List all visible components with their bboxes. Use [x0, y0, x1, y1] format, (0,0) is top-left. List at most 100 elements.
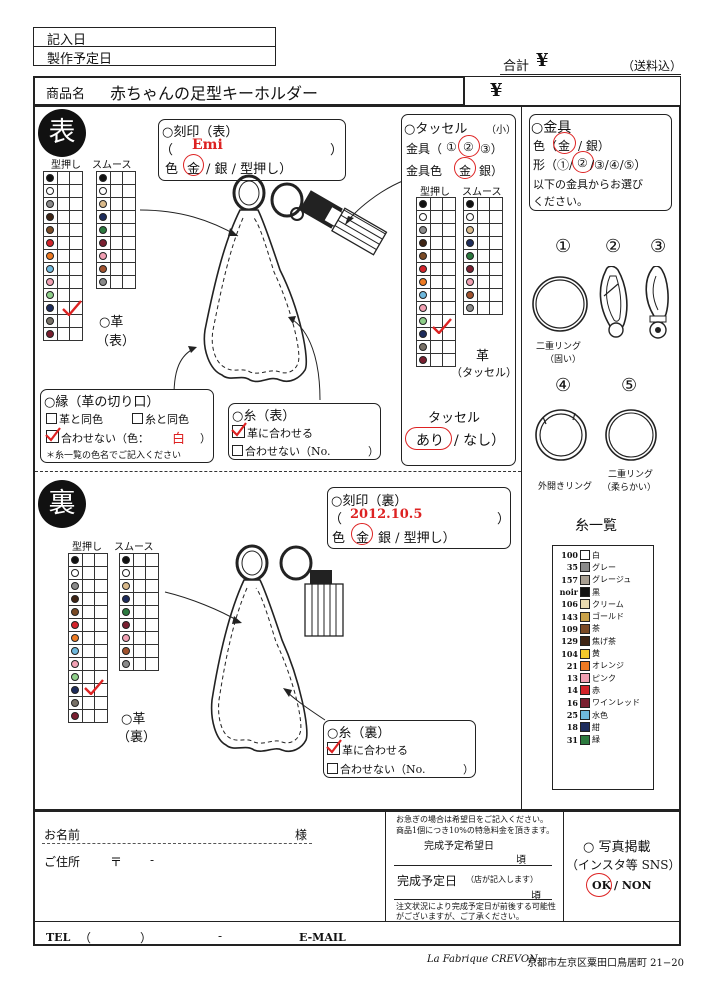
swatch-row[interactable] [119, 579, 159, 593]
swatch-row[interactable] [416, 262, 456, 276]
swatch-row[interactable] [416, 249, 456, 263]
edge-same-thread-checkbox[interactable] [132, 413, 143, 424]
edge-mismatch-checkbox[interactable] [45, 427, 61, 443]
swatch-qty-cell[interactable] [94, 709, 108, 723]
swatch-row[interactable] [68, 553, 108, 567]
swatch-check-cell[interactable] [476, 262, 491, 276]
front-smooth-swatch-grid[interactable] [96, 171, 136, 289]
swatch-check-cell[interactable] [132, 592, 147, 606]
swatch-qty-cell[interactable] [145, 605, 159, 619]
swatch-row[interactable] [43, 184, 83, 198]
tassel-fitting-opt1[interactable]: ① [446, 140, 457, 154]
tassel-no[interactable]: / なし） [454, 433, 506, 449]
swatch-check-cell[interactable] [56, 184, 71, 198]
swatch-row[interactable] [119, 605, 159, 619]
tel-field[interactable] [90, 927, 250, 943]
swatch-check-cell[interactable] [109, 197, 124, 211]
swatch-row[interactable] [43, 171, 83, 185]
swatch-row[interactable] [68, 579, 108, 593]
swatch-check-cell[interactable] [81, 644, 96, 658]
swatch-check-cell[interactable] [56, 262, 71, 276]
swatch-row[interactable] [416, 301, 456, 315]
edge-same-leather-option[interactable]: 革と同色 [46, 411, 103, 427]
swatch-qty-cell[interactable] [69, 275, 83, 289]
swatch-row[interactable] [96, 210, 136, 224]
front-thread-mismatch-option[interactable]: 合わせない（No. [232, 443, 331, 459]
swatch-row[interactable] [96, 275, 136, 289]
swatch-qty-cell[interactable] [69, 197, 83, 211]
swatch-check-cell[interactable] [109, 223, 124, 237]
swatch-row[interactable] [416, 210, 456, 224]
swatch-row[interactable] [68, 605, 108, 619]
swatch-row[interactable] [68, 709, 108, 723]
swatch-qty-cell[interactable] [69, 223, 83, 237]
swatch-row[interactable] [416, 288, 456, 302]
swatch-check-cell[interactable] [132, 618, 147, 632]
swatch-qty-cell[interactable] [94, 605, 108, 619]
swatch-check-cell[interactable] [109, 262, 124, 276]
swatch-row[interactable] [96, 197, 136, 211]
back-thread-match-checkbox[interactable] [326, 739, 342, 755]
swatch-check-cell[interactable] [429, 340, 444, 354]
swatch-row[interactable] [68, 631, 108, 645]
swatch-qty-cell[interactable] [94, 618, 108, 632]
swatch-check-cell[interactable] [81, 618, 96, 632]
swatch-check-cell[interactable] [476, 275, 491, 289]
swatch-row[interactable] [96, 249, 136, 263]
hardware-item-5-split-ring-soft[interactable] [603, 407, 659, 463]
swatch-qty-cell[interactable] [145, 644, 159, 658]
swatch-qty-cell[interactable] [489, 249, 503, 263]
swatch-check-cell[interactable] [429, 236, 444, 250]
swatch-check-cell[interactable] [476, 249, 491, 263]
swatch-row[interactable] [43, 210, 83, 224]
swatch-row[interactable] [43, 262, 83, 276]
hardware-item-4-open-ring[interactable] [533, 407, 589, 463]
back-thread-match-option[interactable]: 革に合わせる [326, 739, 408, 758]
swatch-qty-cell[interactable] [94, 631, 108, 645]
swatch-qty-cell[interactable] [145, 631, 159, 645]
edge-same-thread-option[interactable]: 糸と同色 [132, 411, 189, 427]
swatch-row[interactable] [68, 566, 108, 580]
swatch-row[interactable] [68, 696, 108, 710]
swatch-qty-cell[interactable] [69, 171, 83, 185]
swatch-row[interactable] [43, 223, 83, 237]
photo-non[interactable]: / NON [614, 879, 652, 892]
swatch-qty-cell[interactable] [442, 210, 456, 224]
swatch-row[interactable] [119, 657, 159, 671]
swatch-qty-cell[interactable] [69, 210, 83, 224]
swatch-row[interactable] [463, 197, 503, 211]
swatch-qty-cell[interactable] [69, 327, 83, 341]
swatch-qty-cell[interactable] [489, 275, 503, 289]
swatch-qty-cell[interactable] [145, 579, 159, 593]
swatch-row[interactable] [416, 327, 456, 341]
swatch-row[interactable] [119, 592, 159, 606]
swatch-qty-cell[interactable] [442, 301, 456, 315]
swatch-check-cell[interactable] [56, 275, 71, 289]
swatch-check-cell[interactable] [56, 197, 71, 211]
swatch-row[interactable] [463, 249, 503, 263]
swatch-row[interactable] [463, 275, 503, 289]
swatch-check-cell[interactable] [109, 236, 124, 250]
swatch-row[interactable] [416, 353, 456, 367]
swatch-row[interactable] [463, 301, 503, 315]
swatch-row[interactable] [68, 644, 108, 658]
swatch-row[interactable] [43, 197, 83, 211]
name-field[interactable] [95, 826, 285, 842]
swatch-check-cell[interactable] [429, 197, 444, 211]
swatch-row[interactable] [119, 553, 159, 567]
swatch-row[interactable] [68, 670, 108, 684]
swatch-row[interactable] [43, 249, 83, 263]
desired-date-field[interactable] [394, 851, 514, 863]
swatch-check-cell[interactable] [109, 184, 124, 198]
swatch-row[interactable] [96, 184, 136, 198]
swatch-qty-cell[interactable] [122, 275, 136, 289]
front-thread-match-option[interactable]: 革に合わせる [231, 422, 313, 441]
swatch-qty-cell[interactable] [145, 592, 159, 606]
swatch-qty-cell[interactable] [442, 236, 456, 250]
swatch-qty-cell[interactable] [94, 566, 108, 580]
swatch-check-cell[interactable] [429, 210, 444, 224]
swatch-row[interactable] [68, 657, 108, 671]
swatch-qty-cell[interactable] [489, 197, 503, 211]
swatch-check-cell[interactable] [81, 566, 96, 580]
tassel-yes[interactable]: あり [416, 433, 444, 449]
